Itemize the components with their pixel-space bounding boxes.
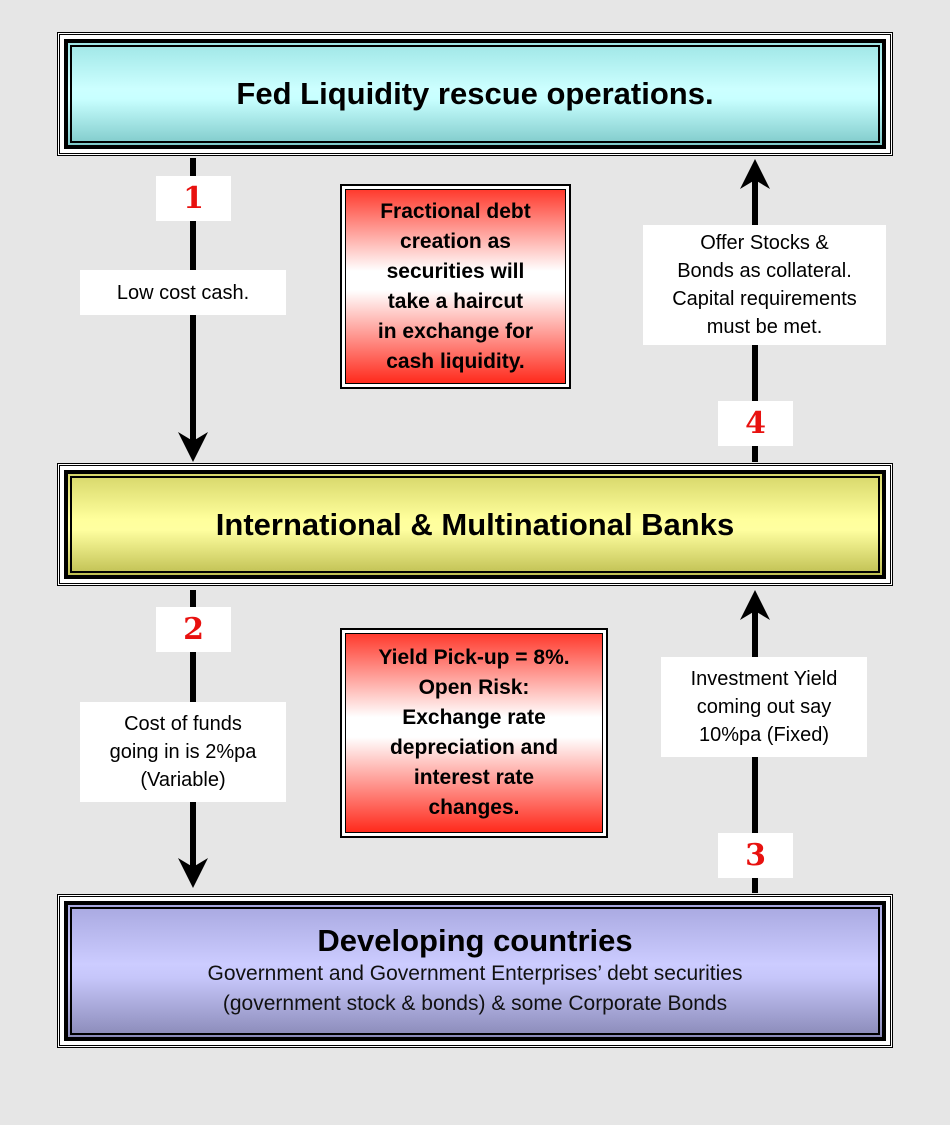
step-number-3: 3 xyxy=(718,833,793,878)
fed-box: Fed Liquidity rescue operations. xyxy=(57,32,893,156)
step-label-1: Low cost cash. xyxy=(80,270,286,315)
step-number-4: 4 xyxy=(718,401,793,446)
step-label-2: Cost of funds going in is 2%pa (Variable… xyxy=(80,702,286,802)
haircut-note: Fractional debt creation as securities w… xyxy=(340,184,571,389)
yield-risk-note-text: Yield Pick-up = 8%. Open Risk: Exchange … xyxy=(345,633,603,833)
banks-box-inner: International & Multinational Banks xyxy=(64,470,886,579)
step-label-3: Investment Yield coming out say 10%pa (F… xyxy=(661,657,867,757)
step-label-4: Offer Stocks & Bonds as collateral. Capi… xyxy=(643,225,886,345)
developing-box-inner: Developing countries Government and Gove… xyxy=(64,901,886,1041)
step-number-1: 1 xyxy=(156,176,231,221)
developing-box-subtitle: Government and Government Enterprises’ d… xyxy=(207,962,743,1015)
yield-risk-note: Yield Pick-up = 8%. Open Risk: Exchange … xyxy=(340,628,608,838)
haircut-note-text: Fractional debt creation as securities w… xyxy=(345,189,566,384)
banks-box-title: International & Multinational Banks xyxy=(215,506,735,542)
fed-box-inner: Fed Liquidity rescue operations. xyxy=(64,39,886,149)
developing-box: Developing countries Government and Gove… xyxy=(57,894,893,1048)
fed-box-title: Fed Liquidity rescue operations. xyxy=(236,76,714,111)
banks-box: International & Multinational Banks xyxy=(57,463,893,586)
step-number-2: 2 xyxy=(156,607,231,652)
developing-box-title: Developing countries xyxy=(317,923,633,958)
